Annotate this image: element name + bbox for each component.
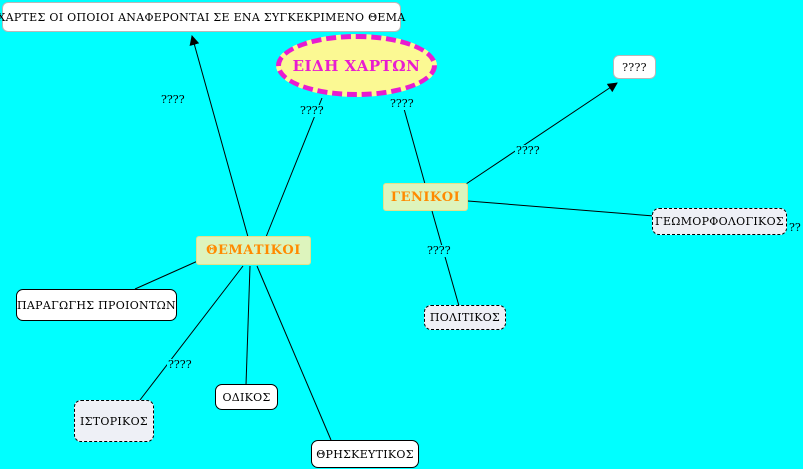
node-thematic-description[interactable]: ΧΑΡΤΕΣ ΟΙ ΟΠΟΙΟΙ ΑΝΑΦΕΡΟΝΤΑΙ ΣΕ ΕΝΑ ΣΥΓΚ… xyxy=(0,2,405,32)
edge-thematic-to-road xyxy=(245,265,251,386)
link-label-general-to-political: ???? xyxy=(426,244,452,257)
link-label-thematic-to-description: ???? xyxy=(160,93,186,106)
link-label-thematic-to-historical: ???? xyxy=(167,358,193,371)
link-label-general-to-unknown: ???? xyxy=(515,144,541,157)
edge-main-to-general xyxy=(400,97,426,185)
link-label-main-to-general: ???? xyxy=(389,97,415,110)
node-religious[interactable]: ΘΡΗΣΚΕΥΤΙΚΟΣ xyxy=(311,440,419,468)
edge-thematic-to-religious xyxy=(256,265,332,441)
node-production[interactable]: ΠΑΡΑΓΩΓΗΣ ΠΡΟΙΟΝΤΩΝ xyxy=(16,289,177,321)
node-geomorphological[interactable]: ΓΕΩΜΟΡΦΟΛΟΓΙΚΟΣ xyxy=(652,208,787,235)
category-node-general[interactable]: ΓΕΝΙΚΟΙ xyxy=(383,183,468,211)
edge-general-to-political xyxy=(431,210,460,307)
edge-thematic-to-historical xyxy=(139,265,244,401)
edge-main-to-thematic xyxy=(265,97,323,238)
edge-thematic-to-production xyxy=(134,259,201,290)
node-unknown[interactable]: ???? xyxy=(613,55,656,79)
node-road[interactable]: ΟΔΙΚΟΣ xyxy=(215,384,278,410)
link-label-general-to-geomorphological: ?? xyxy=(788,221,802,234)
node-political[interactable]: ΠΟΛΙΤΙΚΟΣ xyxy=(424,305,506,330)
edge-general-to-geomorphological xyxy=(467,200,655,217)
edge-thematic-to-description xyxy=(189,35,249,238)
edge-general-to-unknown xyxy=(465,82,618,185)
node-historical[interactable]: ΙΣΤΟΡΙΚΟΣ xyxy=(74,400,154,442)
category-node-thematic[interactable]: ΘΕΜΑΤΙΚΟΙ xyxy=(196,236,311,265)
main-topic-node[interactable]: ΕΙΔΗ ΧΑΡΤΩΝ xyxy=(276,34,437,97)
link-label-main-to-thematic: ???? xyxy=(299,104,325,117)
